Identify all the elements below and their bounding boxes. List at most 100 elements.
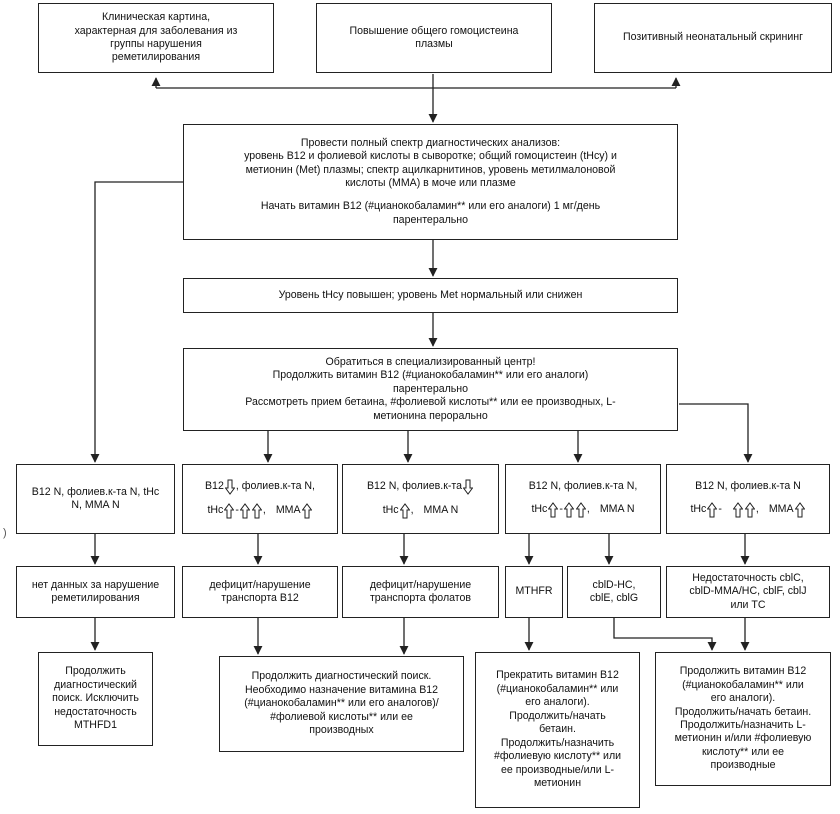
clinical-line-1: Клиническая картина, (101, 11, 211, 24)
dx-c1-line-2: реметилирования (51, 592, 140, 604)
comma: , (410, 504, 414, 517)
lab-normal-line-2: N, MMA N (71, 499, 120, 511)
neonatal-screening-box: Позитивный неонатальный скрининг (594, 3, 832, 73)
dx-c3-line-2: транспорта фолатов (369, 592, 472, 604)
lab-box-mthfr: B12 N, фолиев.к-та N, tHc - , MMA N (505, 464, 661, 534)
act-c1-line-5: MTHFD1 (74, 719, 117, 732)
lab-mthfr-line-1: B12 N, фолиев.к-та N, (528, 480, 638, 493)
act-c5-line-5: Продолжить/назначить L- (680, 719, 806, 731)
diagnostics-box: Провести полный спектр диагностических а… (183, 124, 678, 240)
dx-c3-line-1: дефицит/нарушение (369, 578, 472, 591)
level-text: Уровень tHcy повышен; уровень Met нормал… (278, 288, 583, 301)
homocysteine-line-2: плазмы (415, 38, 453, 50)
act-c4-line-6: Продолжить/назначить (500, 736, 615, 749)
lab-normal-line-1: B12 N, фолиев.к-та N, tHc (31, 485, 160, 498)
clinical-line-3: группы нарушения (110, 38, 202, 50)
dx-c2-line-2: транспорта B12 (221, 592, 299, 604)
comma: , (755, 502, 759, 515)
diagnostics-line-4: кислоты (ММА) в моче или плазме (345, 177, 516, 189)
center-line-4: Рассмотреть прием бетаина, #фолиевой кис… (245, 396, 616, 409)
b12-label: B12 (204, 480, 224, 493)
clinical-line-2: характерная для заболевания из (74, 24, 238, 37)
act-c2-line-3: (#цианокобаламин** или его аналогов)/ (244, 697, 439, 710)
comma: , (586, 502, 590, 515)
range-dash: - (559, 502, 563, 515)
act-c4-line-1: Прекратить витамин B12 (496, 669, 619, 682)
act-c2-line-5: производных (309, 724, 374, 737)
comma: , (262, 504, 266, 517)
dx-cbld-hc-box: cblD-HC, cblE, cblG (567, 566, 661, 618)
thc-label: tHc (531, 502, 548, 515)
mma-label: MMA (768, 502, 794, 515)
lab-box-normal: B12 N, фолиев.к-та N, tHc N, MMA N (16, 464, 175, 534)
dx-mthfr-text: MTHFR (515, 585, 553, 598)
dx-no-remethylation-box: нет данных за нарушение реметилирования (16, 566, 175, 618)
act-c1-line-3: поиск. Исключить (52, 692, 139, 705)
mma-label: MMA (275, 504, 301, 517)
arrow-up-hollow-icon (301, 503, 312, 519)
act-c5-line-6: метионин и/или #фолиевую (674, 732, 812, 745)
vitamin-line-2: парентерально (392, 213, 469, 226)
arrow-up-hollow-icon (707, 501, 718, 518)
dx-b12-transport-box: дефицит/нарушение транспорта B12 (182, 566, 338, 618)
range-dash: - (718, 502, 722, 515)
action-b12-folate-box: Продолжить диагностический поиск. Необхо… (219, 656, 464, 752)
arrow-up-hollow-icon (744, 501, 755, 518)
act-c4-line-4: Продолжить/начать (509, 709, 606, 722)
mma-normal-label: MMA N (423, 504, 459, 517)
act-c4-line-5: бетаин. (539, 723, 576, 736)
arrow-up-hollow-icon (575, 501, 586, 518)
arrow-up-hollow-icon (399, 503, 410, 519)
dx-c5-line-3: или TC (730, 598, 766, 611)
dx-folate-transport-box: дефицит/нарушение транспорта фолатов (342, 566, 499, 618)
vitamin-line-1: Начать витамин B12 (#цианокобаламин** ил… (260, 200, 601, 213)
diagnostics-line-2: уровень B12 и фолиевой кислоты в сыворот… (244, 150, 617, 163)
action-stop-b12-box: Прекратить витамин B12 (#цианокобаламин*… (475, 652, 640, 808)
arrow-up-hollow-icon (794, 501, 805, 518)
act-c4-line-2: (#цианокобаламин** или (496, 682, 619, 695)
lab-cblc-line-1: B12 N, фолиев.к-та N (695, 480, 801, 493)
act-c5-line-4: Продолжить/начать бетаин. (674, 705, 812, 718)
arrow-down-hollow-icon (224, 479, 235, 495)
level-box: Уровень tHcy повышен; уровень Met нормал… (183, 278, 678, 313)
action-continue-b12-box: Продолжить витамин B12 (#цианокобаламин*… (655, 652, 831, 786)
center-line-5: метионина перорально (373, 409, 488, 422)
range-dash: - (235, 504, 239, 517)
act-c5-line-3: его аналоги). (710, 692, 776, 705)
diagnostics-line-3: метионин (Met) плазмы; спектр ацилкарнит… (245, 163, 616, 176)
clinical-picture-box: Клиническая картина, характерная для заб… (38, 3, 274, 73)
act-c5-line-8: производные (710, 759, 776, 772)
act-c5-line-7: кислоту** или ее (701, 745, 784, 758)
center-line-1: Обратиться в специализированный центр! (325, 355, 536, 368)
thc-label: tHc (382, 504, 399, 517)
dx-cblc-deficiency-box: Недостаточность cblC, cblD-MMA/HC, cblF,… (666, 566, 830, 618)
mma-normal-label: MMA N (599, 502, 635, 515)
act-c5-line-1: Продолжить витамин B12 (679, 665, 807, 678)
arrow-up-hollow-icon (239, 503, 250, 519)
diagnostics-line-1: Провести полный спектр диагностических а… (300, 136, 561, 149)
act-c2-line-4: #фолиевой кислоты** или ее (270, 710, 413, 723)
homocysteine-box: Повышение общего гомоцистеина плазмы (316, 3, 552, 73)
b12-folate-label: B12 N, фолиев.к-та (366, 480, 463, 493)
center-line-3: парентерально (392, 382, 469, 395)
arrow-up-hollow-icon (224, 503, 235, 519)
act-c1-line-4: недостаточность (54, 705, 137, 718)
dx-c1-line-1: нет данных за нарушение (31, 578, 160, 591)
thc-label: tHc (207, 504, 224, 517)
dx-c2-line-1: дефицит/нарушение (209, 578, 311, 591)
specialized-center-box: Обратиться в специализированный центр! П… (183, 348, 678, 431)
arrow-up-hollow-icon (563, 501, 574, 518)
action-continue-search-box: Продолжить диагностический поиск. Исключ… (38, 652, 153, 746)
folate-normal-label: , фолиев.к-та N, (235, 480, 315, 493)
stray-mark: ) (3, 527, 7, 539)
dx-cbld-line-1: cblD-HC, (592, 578, 636, 591)
clinical-line-4: реметилирования (111, 51, 201, 64)
lab-box-cblc: B12 N, фолиев.к-та N tHc - , MMA (666, 464, 830, 534)
act-c4-line-3: его аналоги). (525, 696, 590, 709)
act-c4-line-7: #фолиевую кислоту** или (493, 750, 622, 763)
act-c2-line-1: Продолжить диагностический поиск. (251, 670, 432, 683)
arrow-up-hollow-icon (251, 503, 262, 519)
thc-label: tHc (690, 502, 707, 515)
arrow-down-hollow-icon (463, 479, 474, 495)
